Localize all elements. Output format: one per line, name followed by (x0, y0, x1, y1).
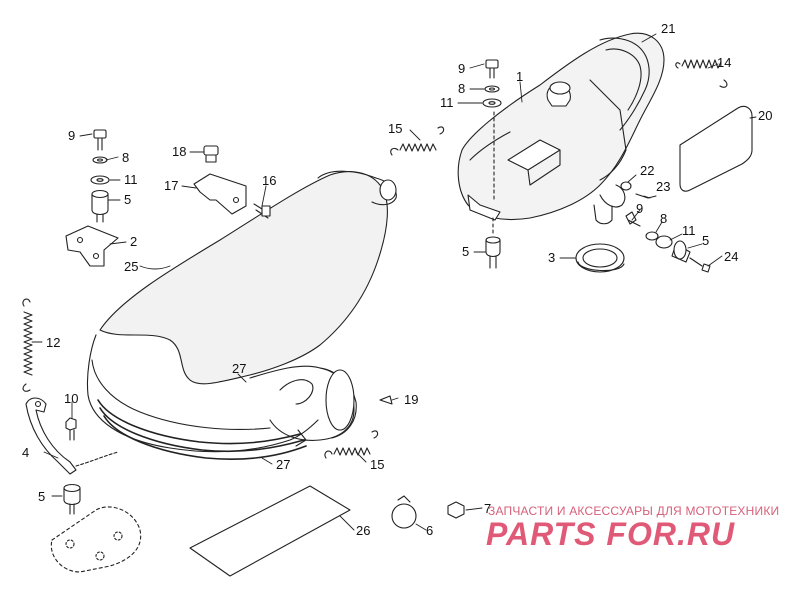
callout-27: 27 (232, 361, 247, 376)
watermark-tagline: ЗАПЧАСТИ И АКСЕССУАРЫ ДЛЯ МОТОТЕХНИКИ (488, 504, 780, 518)
right-hardware-stack (620, 181, 711, 273)
callout-7: 7 (484, 501, 492, 516)
callout-17: 17 (164, 178, 179, 193)
callout-9: 9 (458, 61, 466, 76)
bolt-18 (203, 145, 219, 163)
callout-9: 9 (68, 128, 76, 143)
callout-15: 15 (370, 457, 385, 472)
callout-6: 6 (426, 523, 434, 538)
callout-20: 20 (758, 108, 773, 123)
callout-2: 2 (130, 234, 138, 249)
pin-19 (379, 395, 393, 405)
callout-12: 12 (46, 335, 61, 350)
clip-6 (391, 495, 417, 529)
callout-19: 19 (404, 392, 419, 407)
callout-1: 1 (516, 69, 524, 84)
muffler-silencer (457, 32, 665, 225)
callout-5: 5 (124, 192, 132, 207)
sheet-26 (189, 485, 351, 577)
bracket-2 (65, 225, 119, 267)
bracket-17 (193, 173, 247, 215)
sticker-7 (447, 501, 465, 519)
callout-8: 8 (458, 81, 466, 96)
callout-11: 11 (124, 172, 138, 187)
spring-12 (22, 298, 33, 392)
callout-14: 14 (717, 55, 732, 70)
callout-10: 10 (64, 391, 79, 406)
callout-3: 3 (548, 250, 556, 265)
callout-5: 5 (702, 233, 710, 248)
callout-15: 15 (388, 121, 403, 136)
spring-15-bottom (324, 430, 379, 459)
mounting-plate (50, 506, 142, 573)
callout-11: 11 (682, 223, 696, 238)
clamp-16 (253, 203, 271, 219)
bolt-10 (65, 417, 77, 441)
exhaust-pipe-25 (86, 170, 397, 461)
spring-15-top (390, 126, 445, 156)
mount-5-bottom (63, 483, 81, 515)
gasket-3 (575, 243, 625, 273)
callout-21: 21 (661, 21, 676, 36)
hanger-4 (25, 397, 119, 475)
callout-5: 5 (38, 489, 46, 504)
callout-4: 4 (22, 445, 30, 460)
callout-11: 11 (440, 95, 454, 110)
callout-16: 16 (262, 173, 277, 188)
mount-5-center (485, 217, 501, 269)
callout-8: 8 (660, 211, 668, 226)
callout-26: 26 (356, 523, 371, 538)
callout-18: 18 (172, 144, 187, 159)
callout-5: 5 (462, 244, 470, 259)
callout-27: 27 (276, 457, 291, 472)
callout-8: 8 (122, 150, 130, 165)
leader-lines (31, 33, 757, 531)
watermark-logo: PARTS FOR.RU (486, 516, 736, 552)
callout-23: 23 (656, 179, 671, 194)
callout-22: 22 (640, 163, 655, 178)
callout-24: 24 (724, 249, 739, 264)
callout-9: 9 (636, 201, 644, 216)
top-hardware-stack (482, 59, 502, 201)
callout-25: 25 (124, 259, 139, 274)
pad-20 (679, 105, 753, 192)
spring-14 (675, 59, 728, 88)
left-hardware-stack (90, 129, 110, 223)
